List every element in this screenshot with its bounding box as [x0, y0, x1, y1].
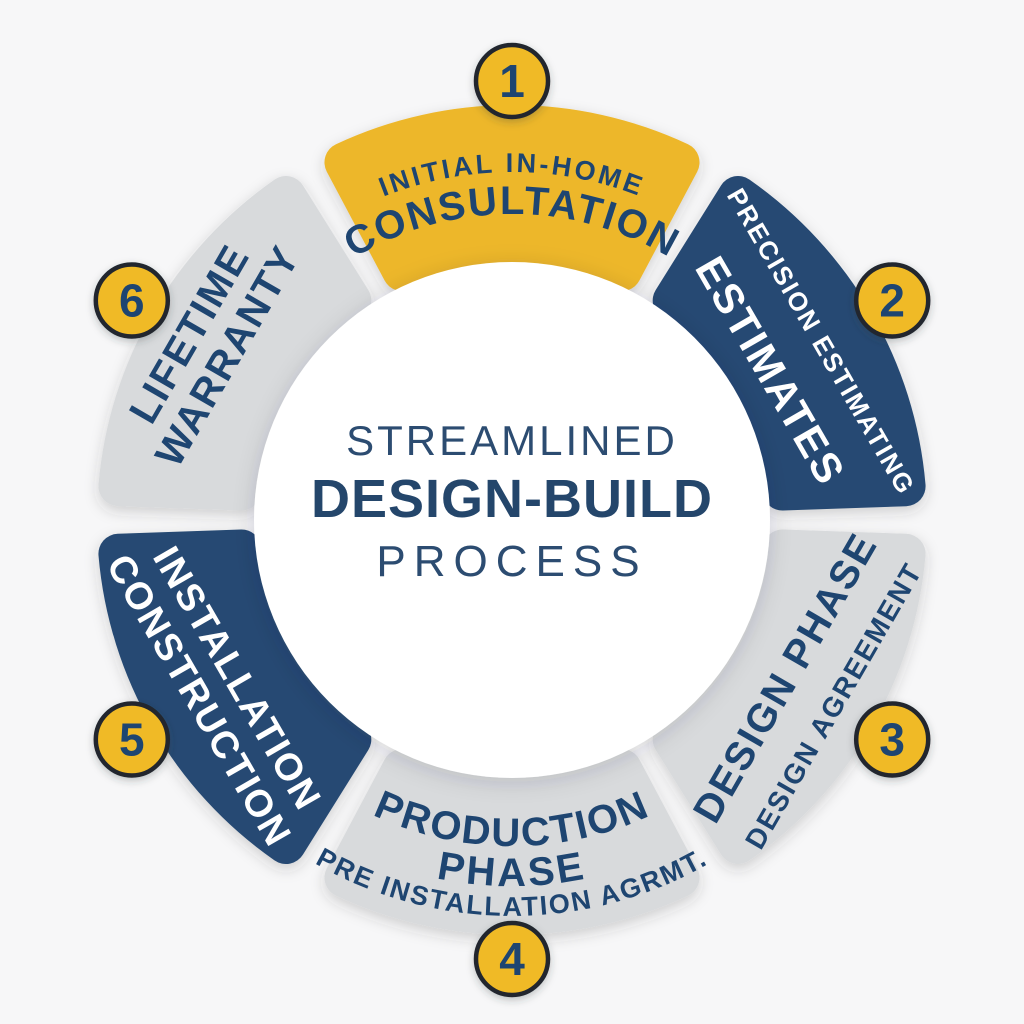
step-badge-2: 2 — [853, 262, 931, 339]
center-circle — [254, 262, 770, 778]
segment-4-curved-text-2: PHASE — [435, 844, 587, 895]
segment-5-shape — [98, 529, 372, 865]
step-badge-5-circle — [93, 701, 171, 778]
step-badge-4-number: 4 — [499, 933, 525, 985]
step-badge-6: 6 — [93, 262, 171, 339]
segment-6-shape — [98, 175, 372, 511]
segment-4-label-line2: PHASE — [435, 844, 590, 895]
step-badge-1-number: 1 — [499, 55, 525, 107]
step-badge-3: 3 — [853, 701, 931, 778]
step-badge-1: 1 — [473, 42, 551, 120]
center-title-line2: DESIGN-BUILD — [311, 469, 713, 529]
step-badge-4: 4 — [473, 920, 551, 998]
step-badge-1-circle — [473, 42, 551, 120]
step-badge-5: 5 — [93, 701, 171, 778]
step-badge-4-circle — [473, 920, 551, 998]
step-badge-3-number: 3 — [879, 714, 905, 766]
center-title-line3: PROCESS — [376, 537, 647, 586]
segment-3-shape — [652, 529, 926, 865]
step-badge-2-number: 2 — [879, 275, 905, 327]
step-badge-2-circle — [853, 262, 931, 339]
step-badge-3-circle — [853, 701, 931, 778]
segment-2-shape — [652, 175, 926, 511]
step-badge-6-circle — [93, 262, 171, 339]
center-title-line1: STREAMLINED — [346, 417, 678, 464]
segment-1-shape — [324, 105, 700, 292]
step-badge-5-number: 5 — [119, 714, 145, 766]
segment-4-shape — [324, 748, 700, 935]
step-badge-6-number: 6 — [119, 275, 145, 327]
